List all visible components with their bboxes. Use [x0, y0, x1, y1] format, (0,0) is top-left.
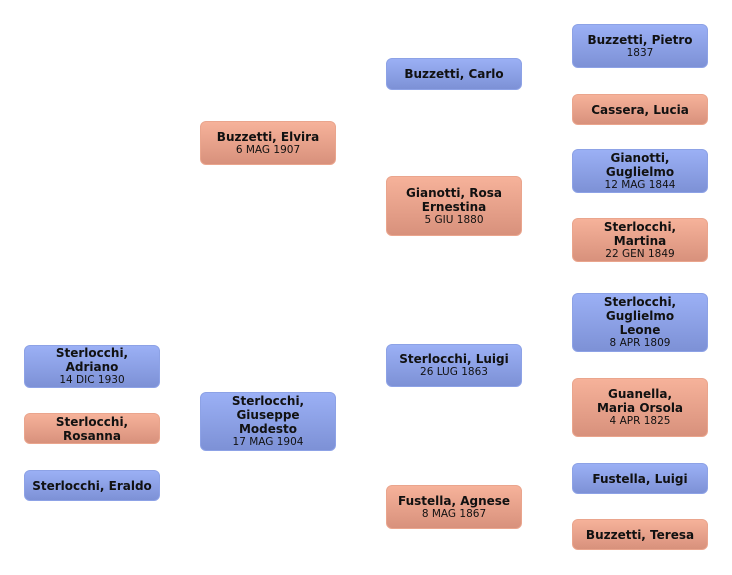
person-date: 8 APR 1809 [609, 337, 671, 349]
person-date: 6 MAG 1907 [235, 143, 301, 156]
person-date: 12 MAG 1844 [604, 178, 676, 191]
person-date: 8 MAG 1867 [421, 507, 487, 520]
person-card[interactable]: Sterlocchi, Rosanna [24, 413, 160, 444]
person-card[interactable]: Fustella, Luigi [572, 463, 708, 494]
person-date: 14 DIC 1930 [59, 374, 125, 386]
person-name: Buzzetti, Elvira [216, 129, 320, 144]
person-date: 22 GEN 1849 [605, 247, 675, 260]
person-name: Sterlocchi, Eraldo [32, 478, 152, 493]
person-name: Buzzetti, Carlo [404, 67, 504, 81]
person-name: Sterlocchi, Rosanna [55, 414, 129, 443]
person-card[interactable]: Sterlocchi, Eraldo [24, 470, 160, 501]
person-name: Sterlocchi, Guglielmo Leone [603, 295, 677, 337]
person-name: Guanella, Maria Orsola [596, 387, 684, 415]
person-card[interactable]: Cassera, Lucia [572, 94, 708, 125]
person-name: Buzzetti, Pietro [587, 32, 693, 47]
person-name: Gianotti, Guglielmo [605, 150, 675, 179]
person-name: Sterlocchi, Luigi [399, 352, 509, 366]
person-name: Fustella, Luigi [592, 471, 688, 486]
person-name: Cassera, Lucia [591, 102, 689, 117]
person-name: Gianotti, Rosa Ernestina [406, 185, 502, 214]
person-name: Sterlocchi, Adriano [55, 346, 129, 374]
person-date: 17 MAG 1904 [232, 436, 304, 448]
person-name: Sterlocchi, Martina [603, 219, 677, 248]
person-name: Fustella, Agnese [397, 493, 511, 508]
person-card[interactable]: Buzzetti, Carlo [386, 58, 522, 90]
person-name: Sterlocchi, Giuseppe Modesto [231, 394, 305, 436]
person-date: 5 GIU 1880 [424, 213, 484, 226]
person-card[interactable]: Buzzetti, Teresa [572, 519, 708, 550]
person-date: 4 APR 1825 [609, 415, 671, 427]
person-name: Buzzetti, Teresa [585, 527, 695, 542]
person-date: 1837 [626, 46, 654, 59]
person-date: 26 LUG 1863 [420, 366, 488, 378]
